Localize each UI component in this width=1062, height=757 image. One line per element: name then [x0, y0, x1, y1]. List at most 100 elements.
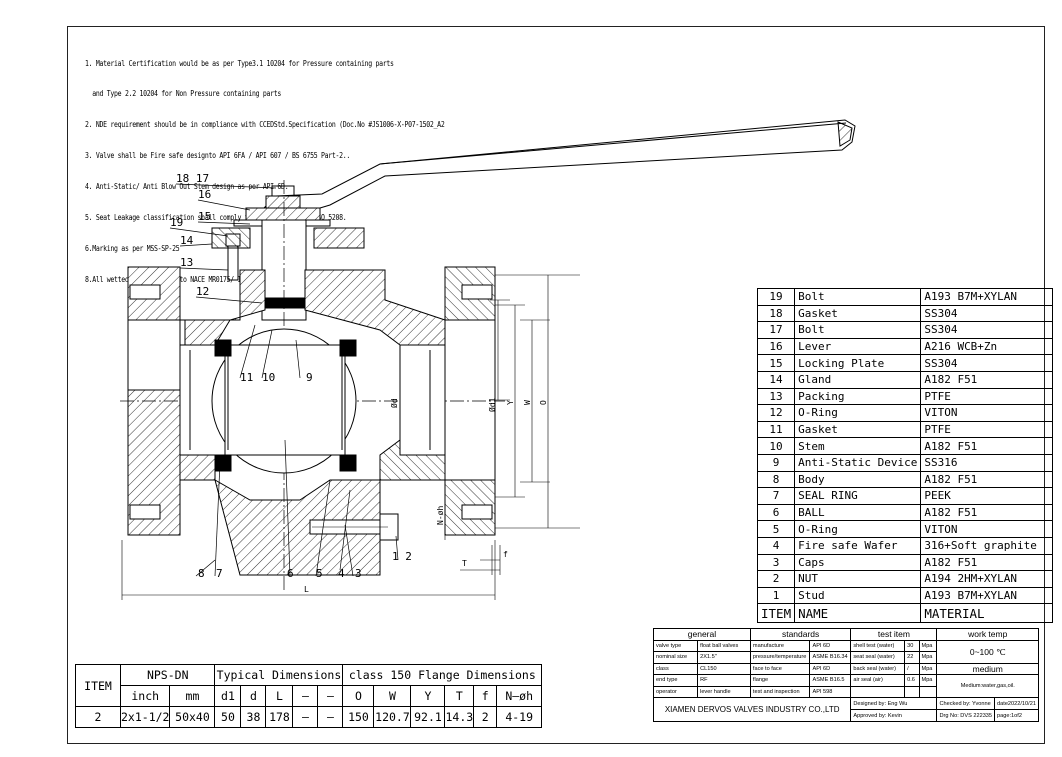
bom-part-name: Gasket	[794, 420, 922, 439]
balloon-10: 10	[262, 371, 275, 384]
bom-material: A216 WCB+Zn	[920, 337, 1054, 356]
bom-item-number: 17	[756, 321, 796, 339]
tb-spec-cell: Mpa	[918, 662, 938, 675]
tb-spec-cell: Mpa	[918, 674, 938, 687]
tb-designed: Designed by: Eng Wu	[850, 697, 938, 710]
tb-spec-cell: API 6D	[809, 662, 852, 675]
bom-item-number: 18	[756, 304, 796, 323]
tb-spec-cell: back seal (water)	[850, 662, 906, 675]
dims-value-cell: 2x1-1/2	[119, 706, 171, 728]
tb-spec-cell: 30	[904, 639, 920, 652]
bom-item-number: 16	[756, 337, 796, 356]
tb-medium: medium	[936, 662, 1039, 675]
tb-medium-value: Medium:water,gas,oil.	[936, 674, 1039, 698]
tb-spec-cell: shell test (water)	[850, 639, 906, 652]
bom-part-name: Gasket	[794, 304, 922, 323]
bom-part-name: Caps	[794, 553, 922, 572]
tb-spec-cell: ASME B16.5	[809, 674, 852, 687]
stud-and-nut	[309, 513, 399, 541]
balloon-7: 7	[216, 567, 223, 580]
bom-material: A194 2HM+XYLAN	[920, 570, 1054, 588]
balloon-11: 11	[240, 371, 253, 384]
dims-column-header: inch	[119, 685, 171, 707]
dims-row-item: 2	[75, 706, 121, 728]
dims-column-header: f	[473, 685, 498, 707]
dims-column-header: mm	[169, 685, 216, 707]
bom-item-number: 6	[756, 503, 796, 522]
bom-part-name: O-Ring	[794, 404, 922, 422]
balloon-13: 13	[180, 256, 193, 269]
dims-value-cell: 120.7	[373, 706, 412, 728]
dim-label-T: T	[462, 559, 467, 568]
bom-material: PEEK	[920, 487, 1054, 505]
bom-item-number: 3	[756, 553, 796, 572]
bom-item-number: 14	[756, 370, 796, 389]
tb-spec-cell: Mpa	[918, 639, 938, 652]
bom-part-name: NUT	[794, 570, 922, 588]
dimension-table: ITEM NPS-DN Typical Dimensions class 150…	[75, 664, 543, 728]
balloon-19: 19	[170, 216, 183, 229]
valve-body	[120, 180, 505, 590]
note-line: 3. Valve shall be Fire safe designto API…	[85, 151, 351, 161]
note-line: and Type 2.2 10204 for Non Pressure cont…	[85, 89, 282, 99]
bom-item-number: 5	[756, 520, 796, 538]
tb-spec-cell: valve type	[652, 639, 699, 652]
balloon-14: 14	[180, 234, 194, 247]
dims-column-header: d	[240, 685, 267, 707]
tb-spec-cell: flange	[749, 674, 811, 687]
bom-part-name: SEAL RING	[794, 487, 922, 505]
note-line: 6.Marking as per MSS-SP-25	[85, 243, 180, 253]
bom-part-name: O-Ring	[794, 520, 922, 538]
bom-item-number: 7	[756, 487, 796, 505]
bom-material: A182 F51	[920, 470, 1054, 489]
balloon-15: 15	[198, 210, 211, 223]
balloon-8: 8	[198, 567, 205, 580]
bom-material: PTFE	[920, 387, 1054, 406]
balloon-1-2: 1 2	[392, 550, 412, 563]
dims-value-cell: 178	[265, 706, 294, 728]
bom-part-name: Bolt	[794, 288, 922, 306]
dims-value-cell: 150	[342, 706, 375, 728]
bom-part-name: Packing	[794, 387, 922, 406]
dims-column-header: –	[317, 685, 344, 707]
tb-spec-cell: 2X1.5"	[697, 651, 751, 664]
dims-value-cell: 50	[214, 706, 242, 728]
dims-column-header: T	[444, 685, 475, 707]
tb-spec-cell: float ball valves	[697, 639, 751, 652]
dims-value-cell: 38	[240, 706, 267, 728]
tb-spec-cell: 22	[904, 651, 920, 664]
leader-lines	[169, 183, 399, 577]
balloon-16: 16	[198, 188, 211, 201]
bom-material: A182 F51	[920, 370, 1054, 389]
bom-part-name: Gland	[794, 370, 922, 389]
balloon-4: 4	[338, 567, 345, 580]
tb-spec-cell: 0.6	[904, 674, 920, 687]
tb-general: general	[653, 628, 751, 641]
bom-part-name: Lever	[794, 337, 922, 356]
tb-page: page:1of2	[994, 709, 1039, 722]
bom-part-name: BALL	[794, 503, 922, 522]
general-notes: 1. Material Certification would be as pe…	[85, 38, 445, 295]
dims-column-header: O	[342, 685, 375, 707]
tb-spec-cell: API 598	[809, 685, 852, 698]
tb-spec-cell: API 6D	[809, 639, 852, 652]
bom-material: PTFE	[920, 420, 1054, 439]
dims-column-header: d1	[214, 685, 242, 707]
dimension-lines	[121, 274, 580, 600]
tb-drg: Drg No: DVS 222335	[936, 709, 996, 722]
bom-item-number: 2	[756, 570, 796, 588]
bom-item-number: 13	[756, 387, 796, 406]
